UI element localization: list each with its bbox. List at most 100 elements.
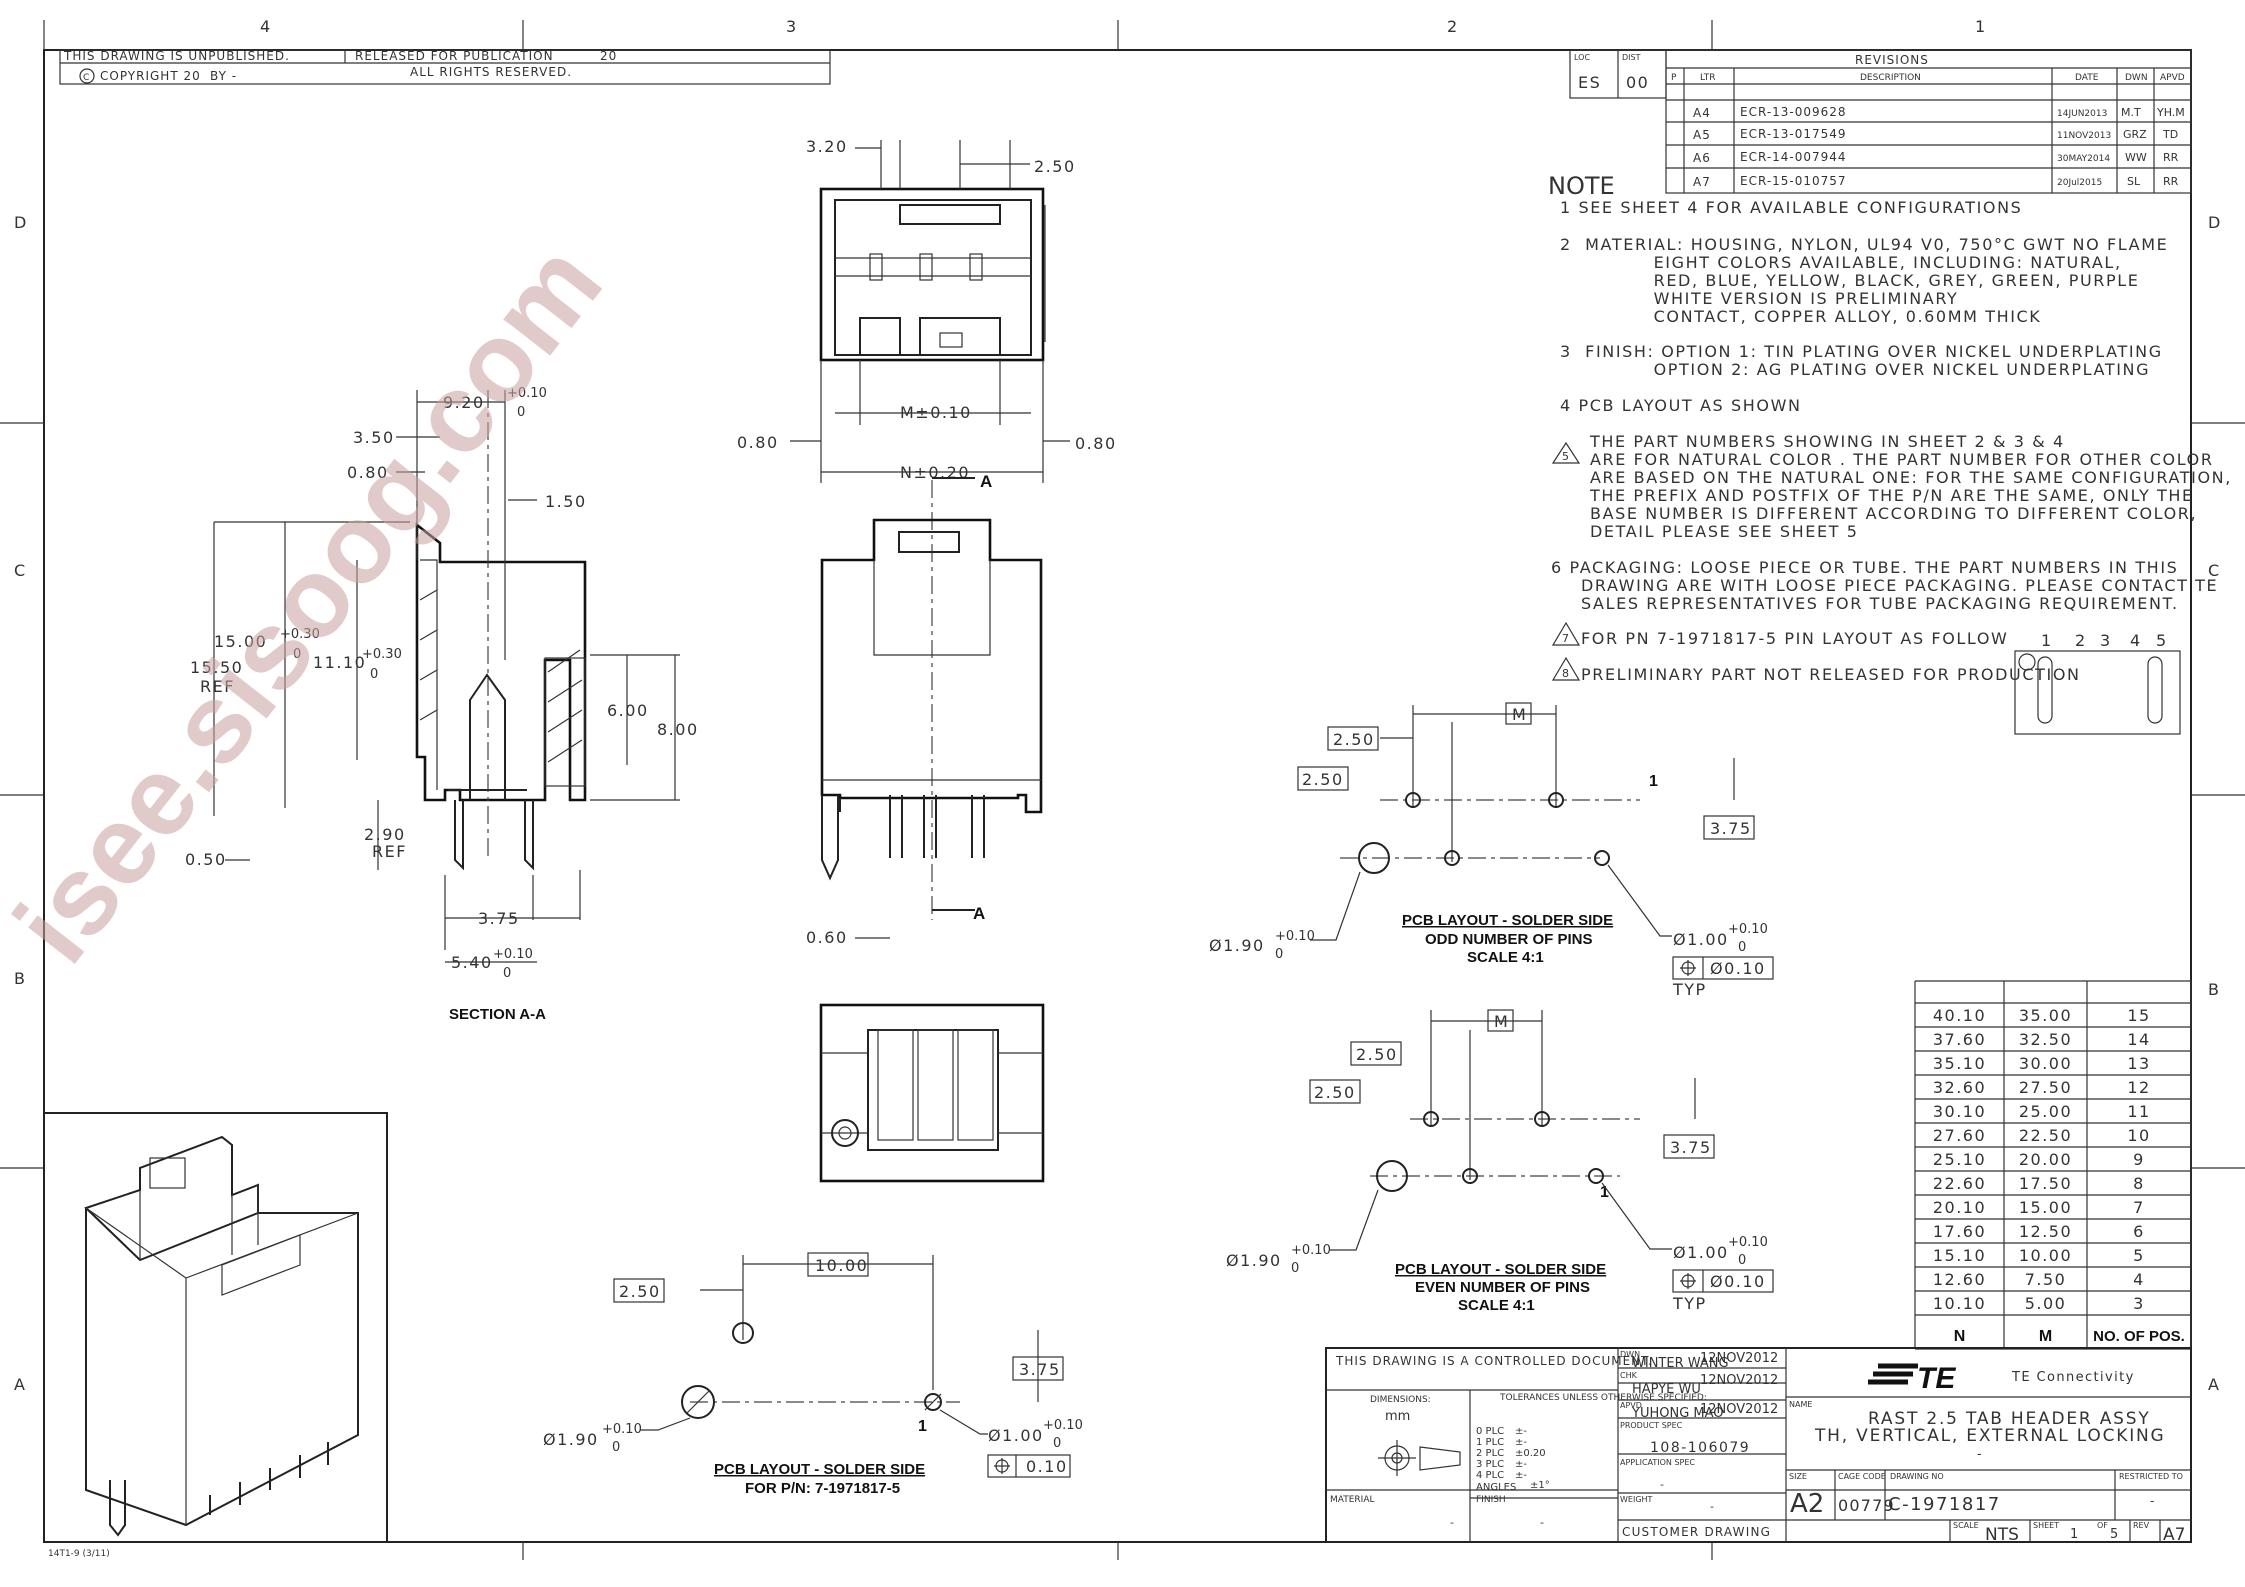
svg-text:M: M <box>1512 705 1527 724</box>
pcb-even-dia-1-00: Ø1.00 <box>1673 1243 1729 1262</box>
svg-text:FOR PN 7-1971817-5 PIN LAYOUT: FOR PN 7-1971817-5 PIN LAYOUT AS FOLLOW <box>1581 629 2008 648</box>
dim-8-00: 8.00 <box>657 720 699 739</box>
table-cell: 5.00 <box>2025 1294 2067 1313</box>
table-cell: 37.60 <box>1933 1030 1986 1049</box>
svg-text:DWN: DWN <box>1620 1350 1640 1359</box>
drawing-title-1: RAST 2.5 TAB HEADER ASSY <box>1868 1409 2151 1429</box>
svg-text:+0.10: +0.10 <box>507 386 547 401</box>
table-header: N <box>1954 1328 1966 1345</box>
svg-text:0: 0 <box>517 405 525 420</box>
svg-text:ANGLES: ANGLES <box>1476 1482 1516 1493</box>
pcb-even-3-75: 3.75 <box>1670 1138 1712 1157</box>
table-cell: 12.60 <box>1933 1270 1986 1289</box>
svg-text:4 PCB LAYOUT AS SHOWN: 4 PCB LAYOUT AS SHOWN <box>1560 396 1802 415</box>
svg-text:A5: A5 <box>1693 128 1711 142</box>
pcb-odd-dia-1-00: Ø1.00 <box>1673 930 1729 949</box>
svg-text:DETAIL PLEASE SEE SHEET 5: DETAIL PLEASE SEE SHEET 5 <box>1590 522 1859 541</box>
revision-value: A7 <box>2163 1525 2185 1545</box>
company-name: TE Connectivity <box>2011 1370 2135 1385</box>
svg-text:APPLICATION SPEC: APPLICATION SPEC <box>1620 1458 1695 1467</box>
svg-text:5: 5 <box>2110 1527 2118 1542</box>
svg-text:WW: WW <box>2125 151 2147 164</box>
note-flag-5 <box>1551 441 1581 464</box>
section-a-a: 15.50 REF 15.00 +0.30 0 11.10 +0.30 0 9.… <box>185 386 699 1023</box>
svg-text:1: 1 <box>2041 631 2053 650</box>
svg-text:M.T: M.T <box>2121 106 2141 119</box>
svg-text:20: 20 <box>600 49 617 63</box>
svg-text:DRAWING ARE WITH LOOSE PIECE P: DRAWING ARE WITH LOOSE PIECE PACKAGING. … <box>1581 576 2218 595</box>
table-cell: 22.60 <box>1933 1174 1986 1193</box>
corner-copyright-box: THIS DRAWING IS UNPUBLISHED. RELEASED FO… <box>59 49 831 85</box>
bottom-view <box>819 1003 1045 1183</box>
svg-text:SIZE: SIZE <box>1789 1472 1807 1481</box>
svg-text:OF: OF <box>2097 1521 2108 1530</box>
tolerance-rows: 0 PLC±- 1 PLC±- 2 PLC±0.20 3 PLC±- 4 PLC… <box>1476 1426 1550 1493</box>
table-cell: 14 <box>2127 1030 2150 1049</box>
notes-heading: NOTE <box>1548 172 1615 200</box>
table-cell: 40.10 <box>1933 1006 1986 1025</box>
zone-side-d: D <box>14 213 28 232</box>
svg-text:SALES REPRESENTATIVES FOR TUBE: SALES REPRESENTATIVES FOR TUBE PACKAGING… <box>1581 594 2179 613</box>
dim-3-50: 3.50 <box>353 428 395 447</box>
table-cell: 27.50 <box>2019 1078 2072 1097</box>
svg-text:±-: ±- <box>1515 1470 1527 1481</box>
table-cell: 15.00 <box>2019 1198 2072 1217</box>
svg-text:CHK: CHK <box>1620 1371 1638 1380</box>
table-cell: 30.10 <box>1933 1102 1986 1121</box>
revisions-table: REVISIONS P LTR DESCRIPTION DATE DWN APV… <box>1665 49 2192 194</box>
svg-text:12NOV2012: 12NOV2012 <box>1700 1373 1778 1388</box>
pcb-even-dia-1-90: Ø1.90 <box>1226 1251 1282 1270</box>
svg-text:-: - <box>2150 1494 2154 1508</box>
svg-text:1: 1 <box>1649 773 1658 790</box>
pcb-pn-3-75: 3.75 <box>1019 1360 1061 1379</box>
svg-text:WEIGHT: WEIGHT <box>1620 1495 1653 1504</box>
front-view: A A 0.60 <box>806 472 1043 947</box>
svg-text:-: - <box>1540 1516 1544 1529</box>
title-block: THIS DRAWING IS A CONTROLLED DOCUMENT. D… <box>1325 1347 2192 1545</box>
note-flag-8 <box>1551 656 1581 681</box>
svg-text:108-106079: 108-106079 <box>1650 1440 1750 1456</box>
svg-text:REV: REV <box>2133 1521 2150 1530</box>
svg-text:Ø0.10: Ø0.10 <box>1710 959 1766 978</box>
pcb-layout-pn: 10.00 2.50 3.75 1 Ø1.90 +0.10 0 Ø1.00 +0… <box>543 1252 1083 1497</box>
svg-text:4 PLC: 4 PLC <box>1476 1470 1504 1481</box>
svg-text:OPTION 2: AG PLATING OVER NICK: OPTION 2: AG PLATING OVER NICKEL UNDERPL… <box>1560 360 2150 379</box>
pcb-pn-10-00: 10.00 <box>815 1256 868 1275</box>
dim-11-10: 11.10 <box>313 653 366 672</box>
svg-text:DRAWING NO: DRAWING NO <box>1890 1472 1944 1481</box>
dim-0-50: 0.50 <box>185 850 227 869</box>
svg-text:PRODUCT SPEC: PRODUCT SPEC <box>1620 1421 1683 1430</box>
cage-code: 00779 <box>1838 1496 1895 1515</box>
svg-text:CAGE CODE: CAGE CODE <box>1838 1472 1886 1481</box>
svg-text:THIS DRAWING IS UNPUBLISHED.: THIS DRAWING IS UNPUBLISHED. <box>63 49 290 63</box>
section-marker-top: A <box>980 472 992 491</box>
svg-text:20Jul2015: 20Jul2015 <box>2057 178 2102 188</box>
table-cell: 15.10 <box>1933 1246 1986 1265</box>
svg-text:RED, BLUE, YELLOW, BLACK, GREY: RED, BLUE, YELLOW, BLACK, GREY, GREEN, P… <box>1560 271 2140 290</box>
svg-text:ECR-13-017549: ECR-13-017549 <box>1740 127 1847 141</box>
svg-text:ECR-13-009628: ECR-13-009628 <box>1740 105 1847 119</box>
svg-text:mm: mm <box>1385 1409 1410 1424</box>
svg-text:8: 8 <box>1562 667 1569 680</box>
svg-text:+0.30: +0.30 <box>280 627 320 642</box>
svg-text:0: 0 <box>1738 1253 1746 1268</box>
note-flag-7 <box>1551 621 1581 646</box>
svg-text:7: 7 <box>1562 632 1569 645</box>
svg-text:SCALE 4:1: SCALE 4:1 <box>1467 949 1544 966</box>
svg-text:-: - <box>1710 1500 1714 1513</box>
svg-text:SL: SL <box>2127 175 2141 188</box>
table-cell: 20.10 <box>1933 1198 1986 1217</box>
svg-text:ALL RIGHTS RESERVED.: ALL RIGHTS RESERVED. <box>410 65 572 79</box>
table-cell: 35.00 <box>2019 1006 2072 1025</box>
svg-text:DWN: DWN <box>2125 73 2148 83</box>
watermark: isee.sisoog.com <box>0 221 625 985</box>
svg-text:LOC: LOC <box>1574 53 1590 62</box>
drawing-number: C-1971817 <box>1888 1494 2001 1515</box>
pcb-even-pitch-y: 2.50 <box>1314 1083 1356 1102</box>
dim-n: N±0.20 <box>900 463 970 482</box>
table-cell: 11 <box>2127 1102 2150 1121</box>
svg-text:2: 2 <box>2075 631 2087 650</box>
svg-text:GRZ: GRZ <box>2123 128 2147 141</box>
svg-text:0 PLC: 0 PLC <box>1476 1426 1504 1437</box>
dim-9-20: 9.20 <box>443 393 485 412</box>
